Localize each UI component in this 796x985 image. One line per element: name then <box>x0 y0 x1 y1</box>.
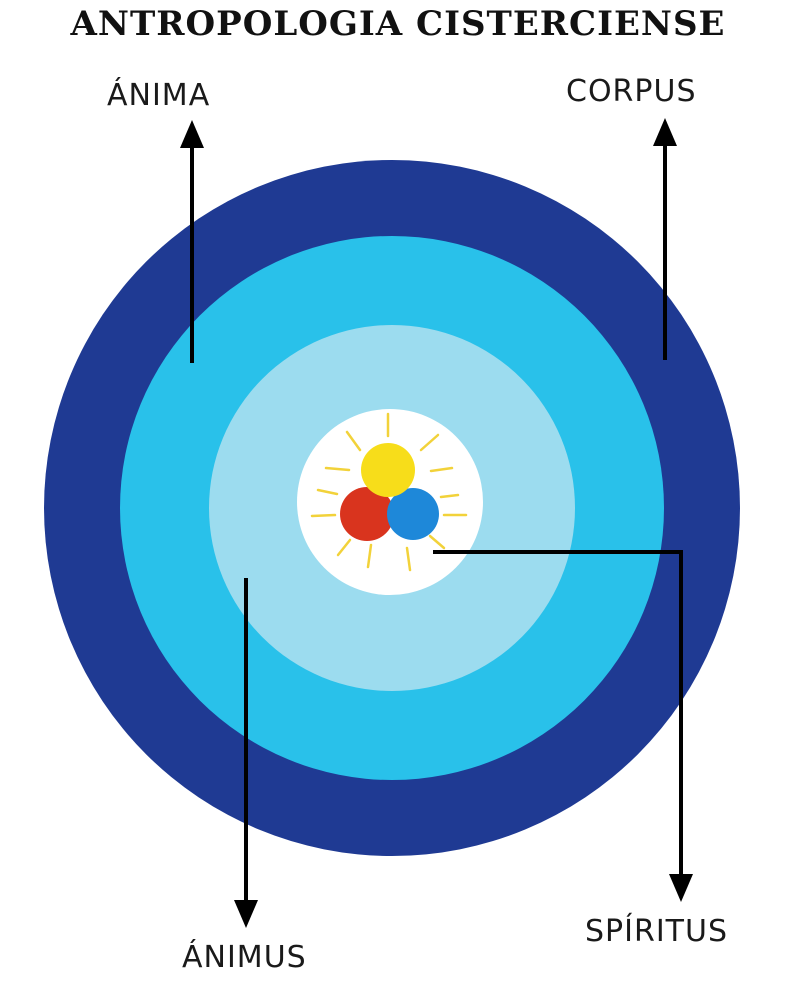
anima-arrowhead-icon <box>180 120 204 148</box>
blue-circle <box>387 488 439 540</box>
label-spiritus: SPÍRITUS <box>585 914 728 949</box>
yellow-circle <box>361 443 415 497</box>
sun-rays <box>310 412 468 572</box>
animus-arrowhead-icon <box>234 900 258 928</box>
spiritus-arrow-line <box>433 550 683 876</box>
spiritus-arrowhead-icon <box>669 874 693 902</box>
label-anima: ÁNIMA <box>107 78 211 113</box>
red-circle <box>340 487 394 541</box>
diagram-title: ANTROPOLOGIA CISTERCIENSE <box>70 4 726 44</box>
corpus-arrowhead-icon <box>653 118 677 146</box>
label-corpus: CORPUS <box>566 74 697 109</box>
label-animus: ÁNIMUS <box>182 940 307 975</box>
